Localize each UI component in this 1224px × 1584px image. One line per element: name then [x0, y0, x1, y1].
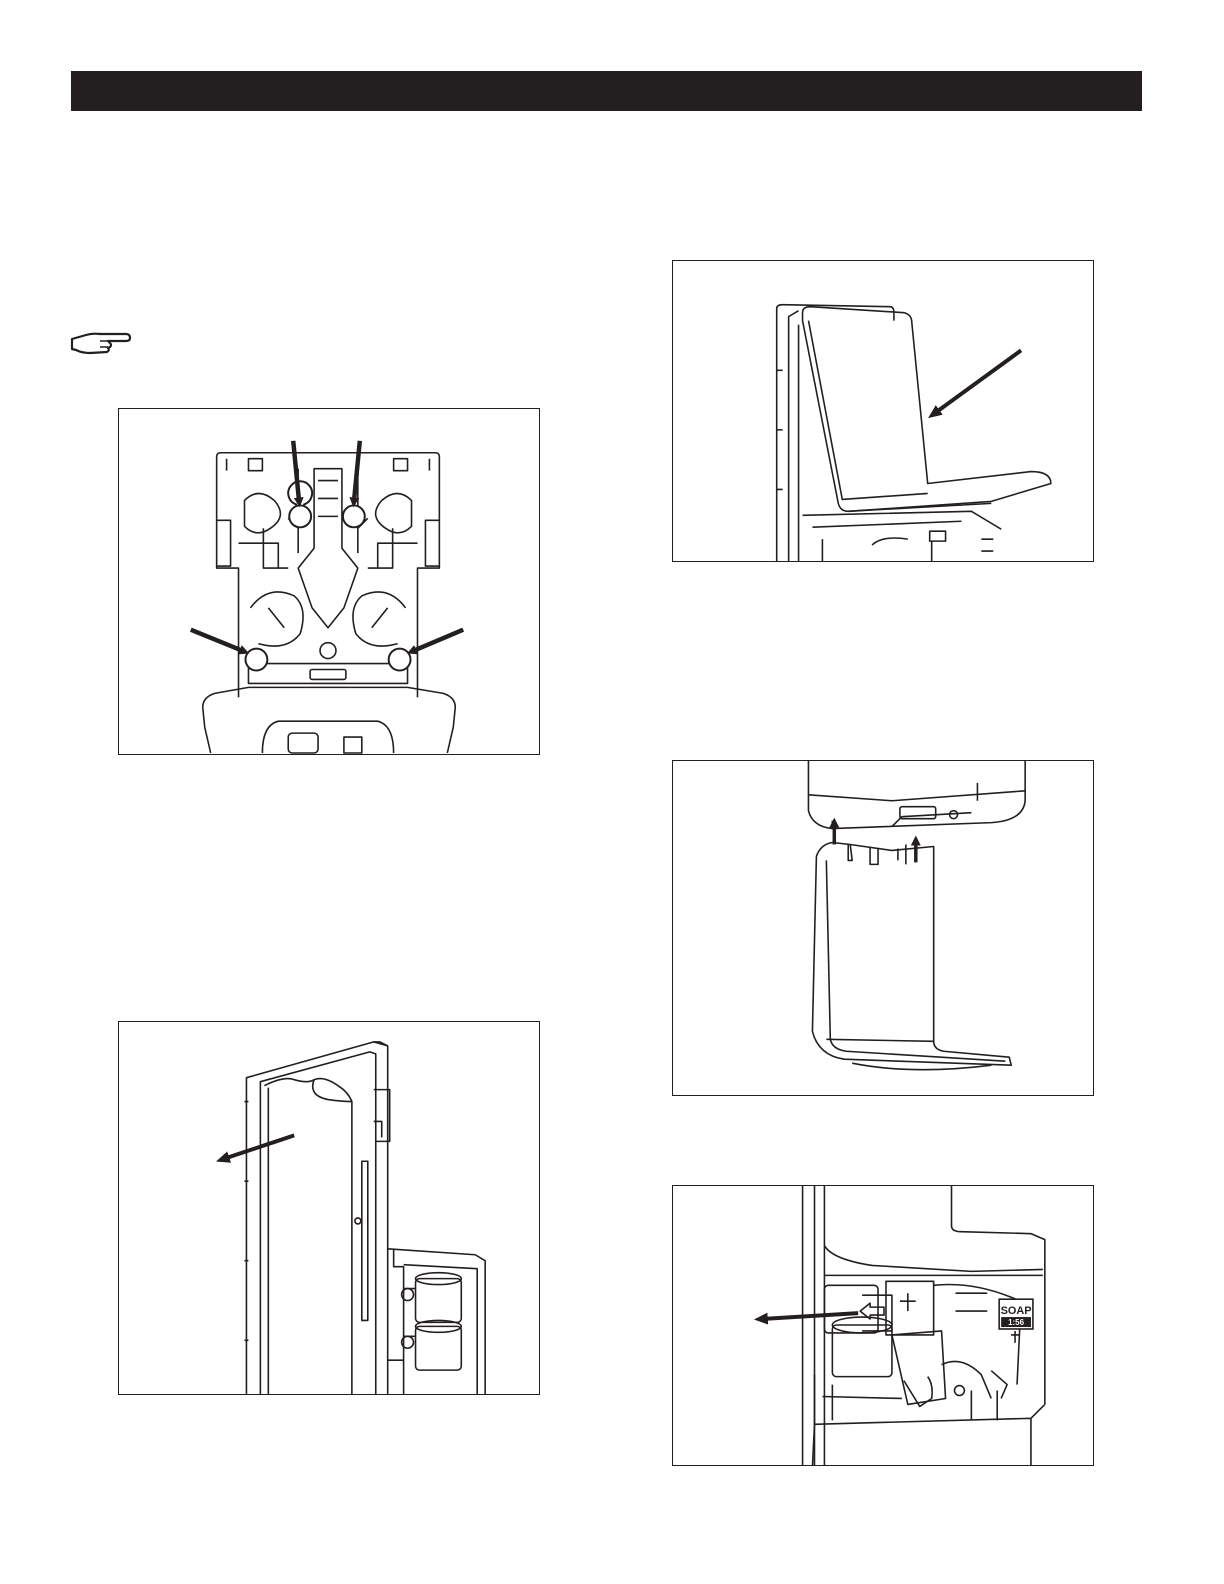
soap-label: SOAP 1:56	[999, 1299, 1033, 1329]
figure-mounting-holes	[118, 408, 540, 755]
figure-peel-backing	[118, 1021, 540, 1395]
section-header-bar	[71, 71, 1142, 111]
soap-label-text: SOAP	[1001, 1305, 1032, 1317]
figure-attach-bottom-cover	[672, 760, 1094, 1096]
pointing-hand-icon	[70, 330, 132, 356]
figure-install-drip-tray	[672, 260, 1094, 562]
soap-label-ratio: 1:56	[1008, 1318, 1024, 1327]
figure-remove-refill-latch: SOAP 1:56	[672, 1185, 1094, 1466]
